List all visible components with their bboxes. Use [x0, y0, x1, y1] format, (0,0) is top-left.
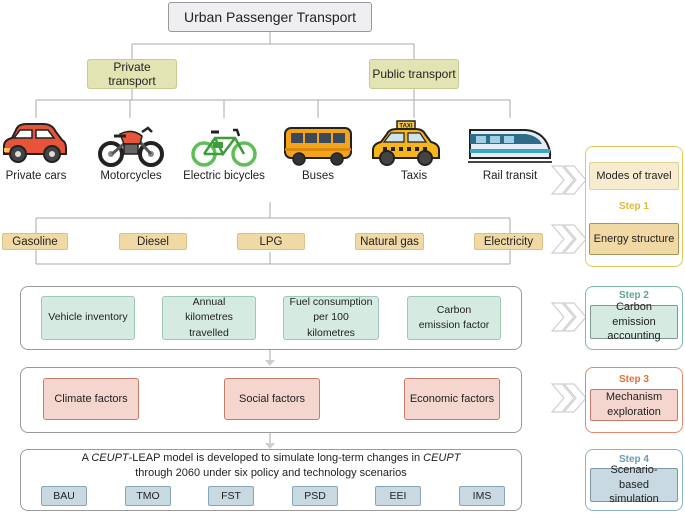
- bus-icon: [284, 127, 352, 166]
- social-factors: Social factors: [224, 378, 320, 420]
- fuel-diesel: Diesel: [119, 233, 187, 250]
- step-1-modes-of-travel: Modes of travel: [589, 162, 679, 190]
- train-icon: [468, 129, 552, 163]
- factor-carbon-emission: Carbon emission factor: [407, 296, 501, 340]
- scenario-eei: EEI: [375, 486, 421, 506]
- step-2-carbon-accounting: Carbon emission accounting: [590, 301, 678, 342]
- motorcycle-icon: [98, 126, 164, 167]
- scenario-psd: PSD: [292, 486, 338, 506]
- scenario-panel: [20, 449, 522, 511]
- diagram-title: Urban Passenger Transport: [168, 2, 372, 32]
- car-icon: [3, 123, 67, 163]
- fuel-lpg: LPG: [237, 233, 305, 250]
- climate-factors: Climate factors: [43, 378, 139, 420]
- scenario-tmo: TMO: [125, 486, 171, 506]
- electric-bicycle-icon: [191, 128, 257, 167]
- scenario-ims: IMS: [459, 486, 505, 506]
- fuel-natural-gas: Natural gas: [355, 233, 424, 250]
- mode-label-electric-bicycles: Electric bicycles: [183, 170, 265, 182]
- factor-fuel-consumption: Fuel consumption per 100 kilometres: [283, 296, 379, 340]
- scenario-fst: FST: [208, 486, 254, 506]
- model-description: A CEUPT-LEAP model is developed to simul…: [81, 452, 461, 480]
- mode-label-motorcycles: Motorcycles: [100, 170, 162, 182]
- step-4-scenario-simulation: Scenario-based simulation: [590, 464, 678, 505]
- mode-label-private-cars: Private cars: [5, 170, 67, 182]
- factor-annual-kilometres: Annual kilometres travelled: [162, 296, 256, 340]
- mode-label-taxis: Taxis: [400, 170, 428, 182]
- taxi-icon: TAXI: [372, 120, 440, 166]
- category-private-transport: Private transport: [87, 59, 177, 89]
- mode-label-buses: Buses: [302, 170, 334, 182]
- step-3-mechanism-exploration: Mechanism exploration: [590, 389, 678, 421]
- fuel-gasoline: Gasoline: [2, 233, 68, 250]
- step-3-label: Step 3: [618, 374, 649, 385]
- taxi-sign-text: TAXI: [399, 124, 413, 130]
- factor-vehicle-inventory: Vehicle inventory: [41, 296, 135, 340]
- step-2-label: Step 2: [618, 290, 649, 301]
- step-1-label: Step 1: [618, 201, 649, 212]
- step-4-label: Step 4: [618, 454, 649, 465]
- step-1-energy-structure: Energy structure: [589, 223, 679, 255]
- fuel-electricity: Electricity: [474, 233, 543, 250]
- economic-factors: Economic factors: [404, 378, 500, 420]
- category-public-transport: Public transport: [369, 59, 459, 89]
- scenario-bau: BAU: [41, 486, 87, 506]
- mode-label-rail-transit: Rail transit: [482, 170, 538, 182]
